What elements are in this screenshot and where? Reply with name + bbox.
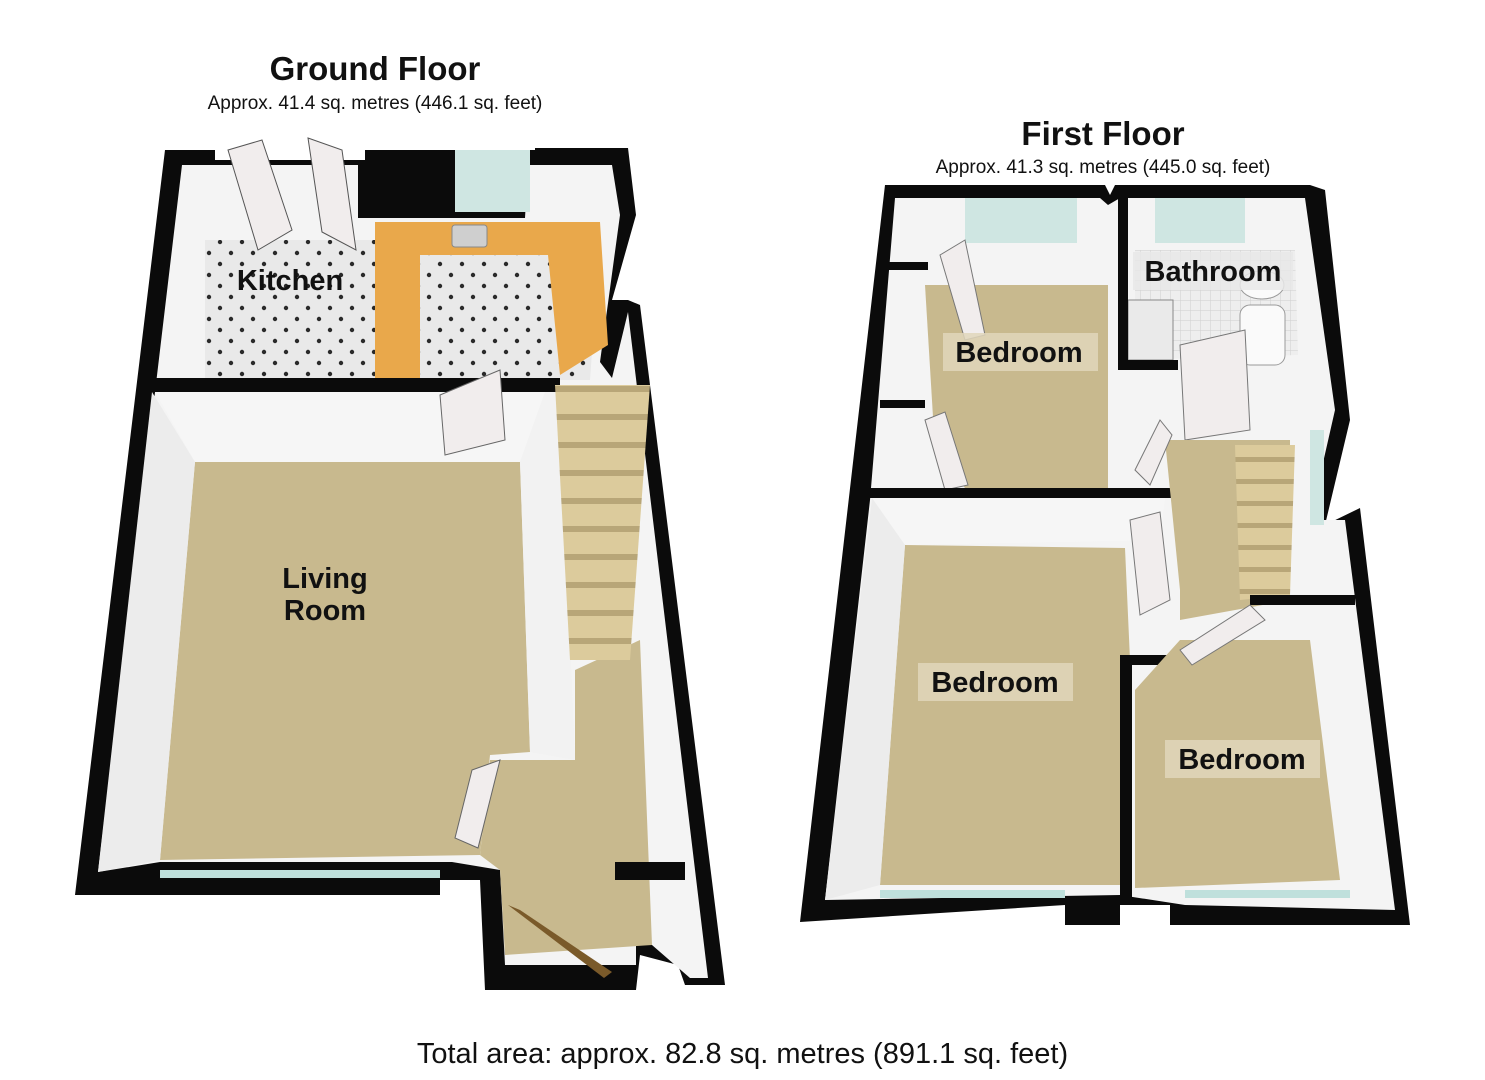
ground-floor-area: Approx. 41.4 sq. metres (446.1 sq. feet) [207,93,543,114]
hall-floor [480,640,652,955]
bedroom-left-label: Bedroom [931,667,1058,699]
ground-floor-plan [75,137,725,990]
ground-floor-title: Ground Floor [269,50,481,87]
bedroom-top-label: Bedroom [955,337,1082,369]
first-floor-area: Approx. 41.3 sq. metres (445.0 sq. feet) [935,157,1271,178]
first-floor-title: First Floor [1021,115,1185,152]
living-room-label-line1: Living [282,563,367,595]
bedroom-left-floor [880,545,1130,885]
kitchen-label: Kitchen [237,265,343,297]
kitchen-door-right [307,137,357,251]
living-room-floor [160,462,530,860]
total-area: Total area: approx. 82.8 sq. metres (891… [416,1038,1069,1070]
bedroom-right-label: Bedroom [1178,744,1305,776]
ground-stairs [555,385,650,660]
kitchen-door-left [227,139,293,251]
kitchen-worktop [375,222,608,380]
first-floor-plan [800,185,1410,925]
living-room-label-line2: Room [284,595,366,627]
bathroom-label: Bathroom [1145,256,1282,288]
first-stairs [1235,445,1295,600]
